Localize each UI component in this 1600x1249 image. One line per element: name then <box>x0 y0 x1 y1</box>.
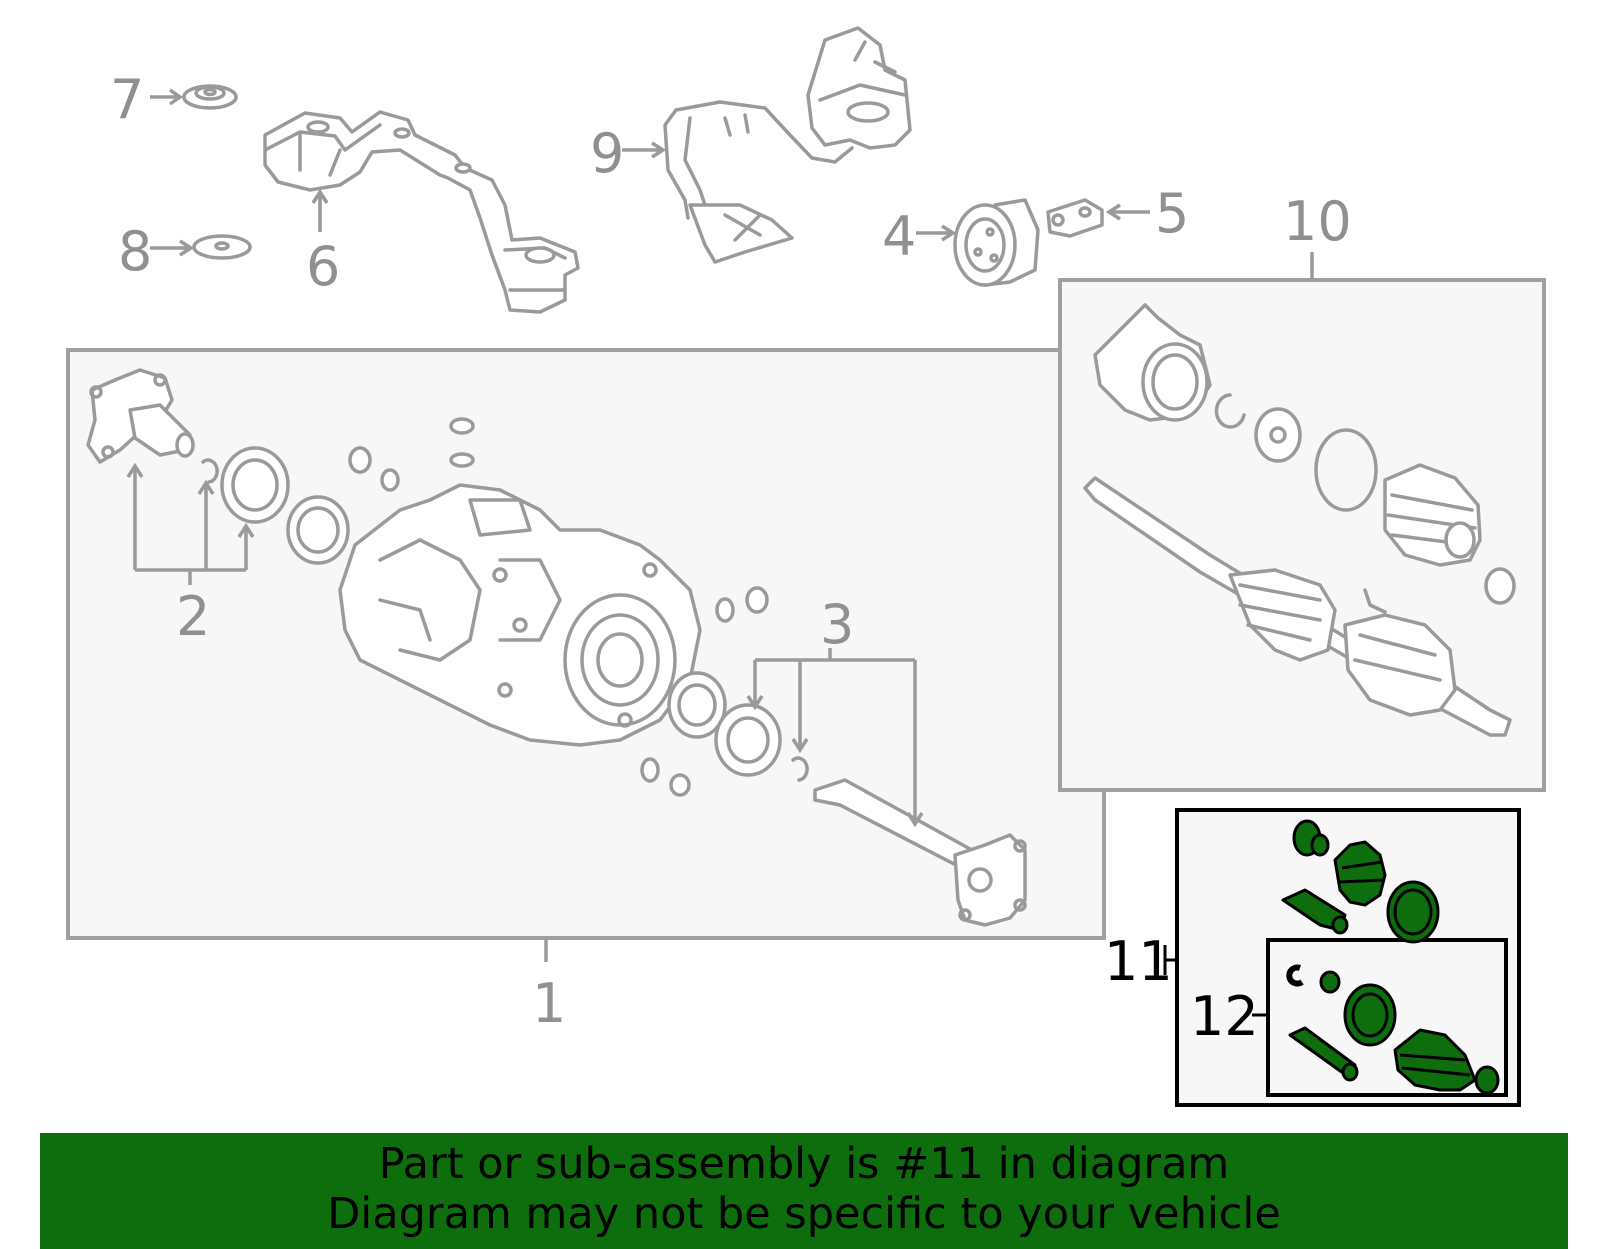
callout-6-arrow <box>311 188 329 232</box>
callout-3[interactable]: 3 <box>820 593 854 656</box>
callout-11-leader <box>1163 945 1177 975</box>
part-9-bracket[interactable] <box>663 26 912 264</box>
callout-5[interactable]: 5 <box>1155 182 1189 245</box>
callout-10[interactable]: 10 <box>1283 190 1352 253</box>
callout-2-bracket <box>126 462 255 585</box>
part-12-inner-boot-kit[interactable] <box>1286 964 1500 1095</box>
part-1-differential[interactable] <box>86 368 1027 927</box>
banner-line-1: Part or sub-assembly is #11 in diagram <box>378 1139 1230 1189</box>
part-7-cap[interactable] <box>182 84 238 110</box>
callout-8[interactable]: 8 <box>118 220 152 283</box>
callout-12[interactable]: 12 <box>1190 985 1259 1048</box>
callout-9-arrow <box>622 141 667 159</box>
callout-7-arrow <box>150 88 184 106</box>
callout-4-arrow <box>916 224 957 242</box>
callout-2[interactable]: 2 <box>176 585 210 648</box>
callout-6[interactable]: 6 <box>306 235 340 298</box>
callout-4[interactable]: 4 <box>882 205 916 268</box>
callout-11[interactable]: 11 <box>1104 930 1173 993</box>
callout-5-arrow <box>1105 203 1150 221</box>
part-10-drive-shaft[interactable] <box>1083 303 1516 737</box>
callout-8-arrow <box>150 239 195 257</box>
part-4-bushing[interactable] <box>953 198 1040 287</box>
callout-3-bracket <box>746 648 924 828</box>
banner-line-2: Diagram may not be specific to your vehi… <box>327 1189 1281 1239</box>
notice-banner: Part or sub-assembly is #11 in diagram D… <box>40 1133 1568 1249</box>
callout-9[interactable]: 9 <box>590 122 624 185</box>
part-5-clip[interactable] <box>1046 198 1104 238</box>
callout-7[interactable]: 7 <box>110 68 144 131</box>
part-6-support-bracket[interactable] <box>263 110 580 314</box>
part-8-washer[interactable] <box>192 234 252 260</box>
part-11-boot-kit[interactable] <box>1281 819 1440 944</box>
callout-1[interactable]: 1 <box>532 972 566 1035</box>
